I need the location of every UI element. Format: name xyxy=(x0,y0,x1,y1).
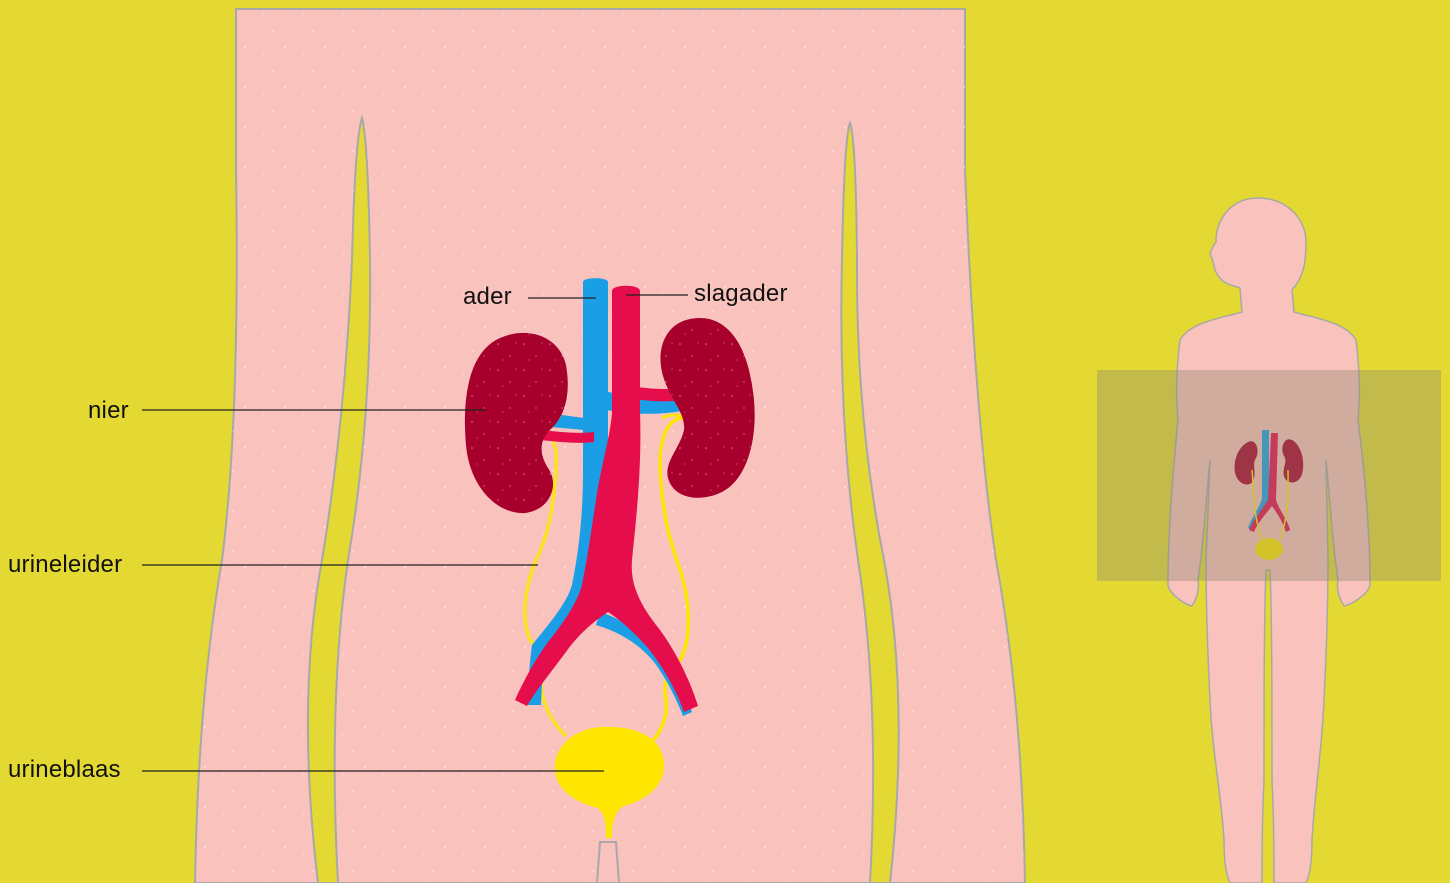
nier-label: nier xyxy=(88,397,129,425)
urineleider-label: urineleider xyxy=(8,551,122,579)
slagader-label: slagader xyxy=(694,280,788,308)
ader-label: ader xyxy=(463,283,512,311)
urineblaas-label: urineblaas xyxy=(8,756,121,784)
reference-figure xyxy=(1097,198,1441,883)
urethra xyxy=(597,842,619,883)
reference-highlight-box xyxy=(1097,370,1441,581)
